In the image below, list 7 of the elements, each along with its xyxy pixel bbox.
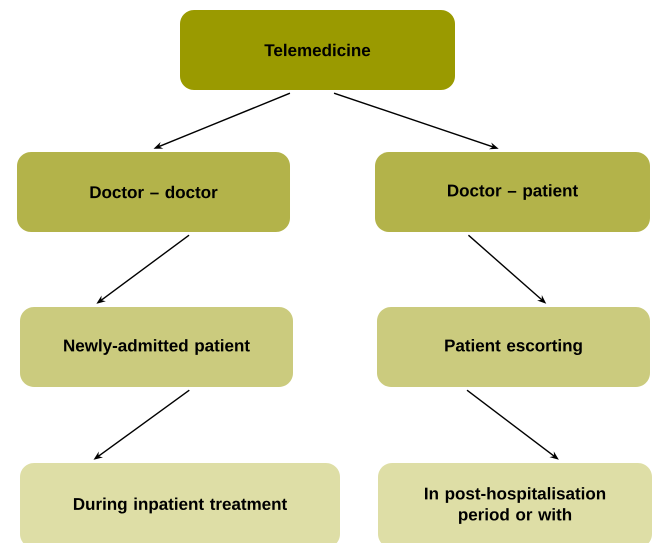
process-box: Telemedicine <box>180 10 455 90</box>
process-box: Doctor – doctor <box>17 152 290 232</box>
process-box: Newly-admitted patient <box>20 306 293 387</box>
process-box: In post-hospitalisation period or with <box>378 462 652 543</box>
process-box: Doctor – patient <box>375 152 650 232</box>
process-box: During inpatient treatment <box>20 462 340 543</box>
process-box: Patient escorting <box>377 306 650 387</box>
